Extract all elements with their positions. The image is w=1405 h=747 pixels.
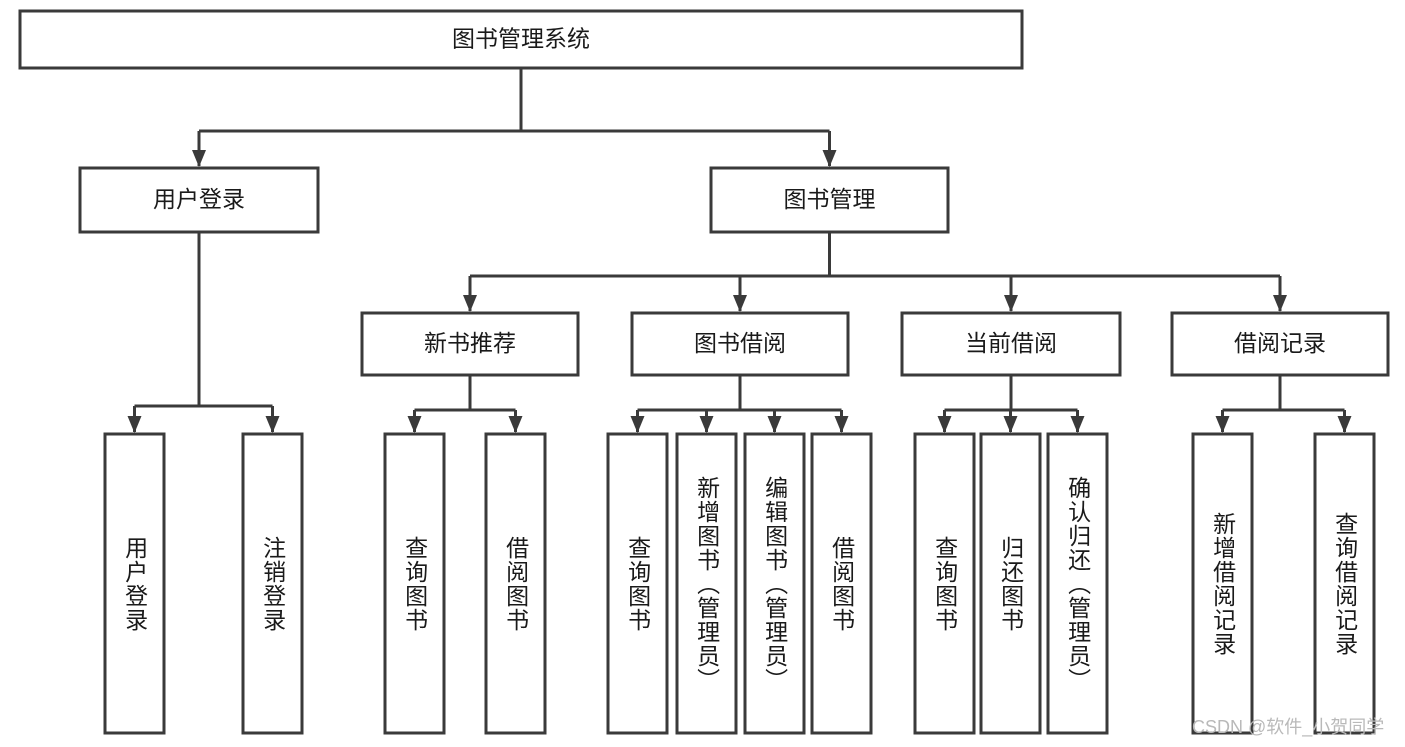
node-leaf-logout[interactable] bbox=[241, 432, 304, 735]
node-leaf-add-book[interactable] bbox=[675, 432, 738, 735]
node-label-book-management: 图书管理 bbox=[784, 186, 876, 212]
node-layer bbox=[18, 9, 1390, 735]
node-current-borrow[interactable] bbox=[900, 311, 1122, 377]
arrow-head-icon bbox=[699, 416, 714, 433]
node-label-root: 图书管理系统 bbox=[452, 26, 590, 52]
arrow-head-icon bbox=[192, 150, 206, 167]
node-leaf-borrow-book-1[interactable] bbox=[484, 432, 547, 735]
node-box bbox=[1191, 432, 1254, 735]
node-book-borrow[interactable] bbox=[630, 311, 850, 377]
node-label-new-book-recommend: 新书推荐 bbox=[424, 330, 516, 356]
node-box bbox=[103, 432, 166, 735]
arrow-head-icon bbox=[630, 416, 645, 433]
arrow-head-icon bbox=[822, 150, 837, 167]
arrow-head-icon bbox=[1215, 416, 1230, 433]
node-box bbox=[913, 432, 976, 735]
node-box bbox=[18, 9, 1024, 70]
node-box bbox=[241, 432, 304, 735]
node-box bbox=[1170, 311, 1390, 377]
node-new-book-recommend[interactable] bbox=[360, 311, 580, 377]
arrow-head-icon bbox=[265, 416, 280, 433]
node-box bbox=[606, 432, 669, 735]
node-root[interactable] bbox=[18, 9, 1024, 70]
arrow-head-icon bbox=[937, 416, 952, 433]
node-leaf-query-record[interactable] bbox=[1313, 432, 1376, 735]
arrow-head-icon bbox=[1337, 416, 1352, 433]
arrow-head-icon bbox=[1004, 295, 1018, 312]
node-leaf-add-record[interactable] bbox=[1191, 432, 1254, 735]
node-label-book-borrow: 图书借阅 bbox=[694, 330, 786, 356]
node-box bbox=[979, 432, 1042, 735]
arrow-head-icon bbox=[1003, 416, 1018, 433]
arrow-head-icon bbox=[463, 295, 477, 312]
arrow-head-icon bbox=[1070, 416, 1085, 433]
node-book-management[interactable] bbox=[709, 166, 950, 234]
node-label-borrow-record: 借阅记录 bbox=[1234, 330, 1326, 356]
node-leaf-confirm-return[interactable] bbox=[1046, 432, 1109, 735]
node-box bbox=[900, 311, 1122, 377]
node-box bbox=[383, 432, 446, 735]
node-leaf-user-login[interactable] bbox=[103, 432, 166, 735]
watermark-text: CSDN @软件_小贺同学 bbox=[1192, 717, 1385, 737]
arrow-head-icon bbox=[733, 295, 747, 312]
node-box bbox=[1046, 432, 1109, 735]
node-leaf-query-book-1[interactable] bbox=[383, 432, 446, 735]
node-box bbox=[709, 166, 950, 234]
arrow-head-icon bbox=[127, 416, 142, 433]
node-box bbox=[484, 432, 547, 735]
arrow-head-icon bbox=[767, 416, 782, 433]
node-box bbox=[810, 432, 873, 735]
node-box bbox=[743, 432, 806, 735]
arrow-head-icon bbox=[508, 416, 523, 433]
arrow-head-icon bbox=[407, 416, 422, 433]
arrow-head-icon bbox=[1273, 295, 1287, 312]
node-box bbox=[675, 432, 738, 735]
node-leaf-return-book[interactable] bbox=[979, 432, 1042, 735]
node-user-login[interactable] bbox=[78, 166, 320, 234]
node-box bbox=[360, 311, 580, 377]
node-leaf-edit-book[interactable] bbox=[743, 432, 806, 735]
connector-layer bbox=[127, 68, 1352, 433]
node-label-user-login: 用户登录 bbox=[153, 186, 245, 212]
node-borrow-record[interactable] bbox=[1170, 311, 1390, 377]
node-box bbox=[1313, 432, 1376, 735]
node-leaf-query-book-2[interactable] bbox=[606, 432, 669, 735]
node-leaf-borrow-book-2[interactable] bbox=[810, 432, 873, 735]
arrow-head-icon bbox=[834, 416, 849, 433]
node-label-current-borrow: 当前借阅 bbox=[965, 330, 1057, 356]
node-leaf-query-book-3[interactable] bbox=[913, 432, 976, 735]
node-box bbox=[630, 311, 850, 377]
node-box bbox=[78, 166, 320, 234]
